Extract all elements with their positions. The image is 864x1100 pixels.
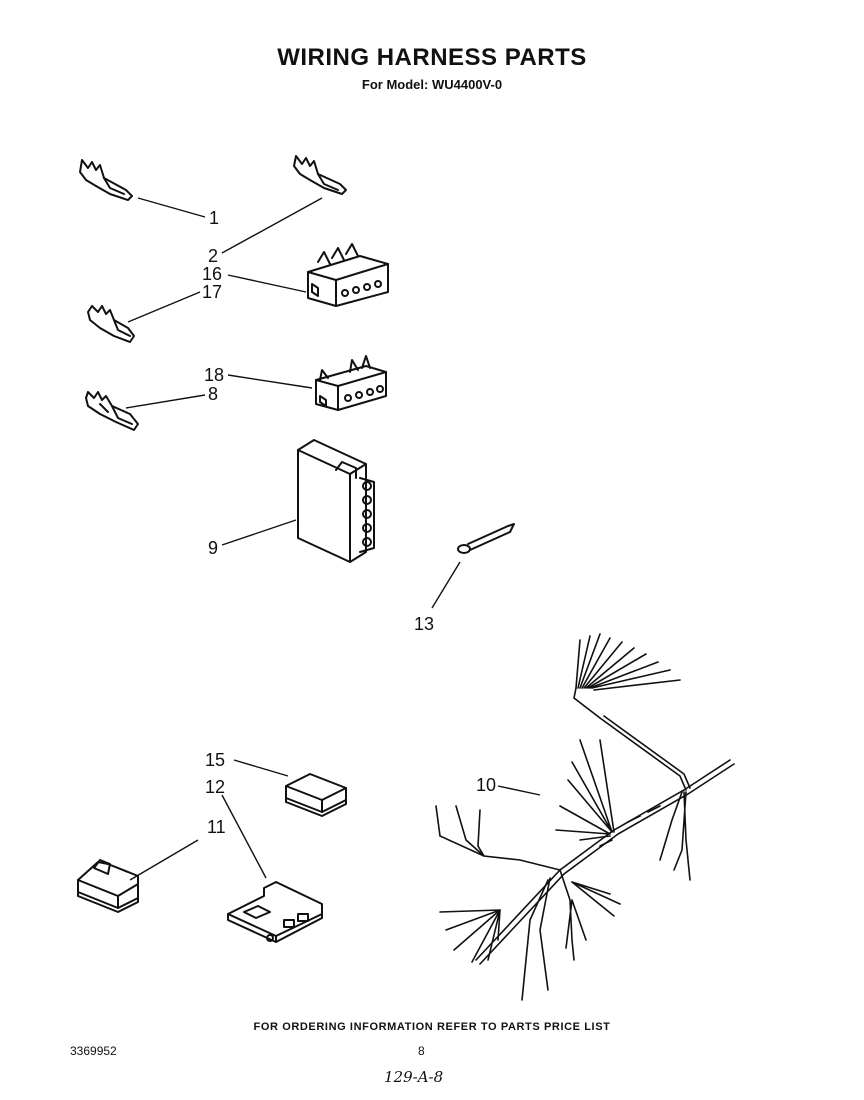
leader-line-8 [125,394,206,409]
page-title: WIRING HARNESS PARTS [277,44,587,71]
leader-line-2 [221,197,323,254]
terminal-part-1 [79,159,133,201]
callout-2: 2 [208,246,218,266]
connector-block-part-9 [297,439,375,563]
leader-line-9 [221,519,297,546]
callout-13: 13 [414,614,434,634]
callout-16: 16 [202,264,222,284]
leader-line-10 [497,785,541,796]
connector-part-11 [77,859,139,913]
leader-line-17 [127,291,201,323]
connector-part-16 [307,243,389,307]
leader-line-15 [233,759,289,777]
terminal-part-2 [293,155,347,195]
model-subtitle: For Model: WU4400V-0 [361,77,503,92]
ordering-information-note: FOR ORDERING INFORMATION REFER TO PARTS … [253,1021,611,1033]
page-number: 8 [418,1044,425,1058]
document-number: 3369952 [70,1044,117,1058]
leader-line-1 [137,197,206,218]
callout-1: 1 [209,208,219,228]
callout-11: 11 [207,817,226,837]
callout-10: 10 [476,775,496,795]
terminal-part-17 [87,305,135,343]
cable-tie-part-13 [457,523,515,554]
callout-17: 17 [202,282,222,302]
callout-8: 8 [208,384,218,404]
connector-part-18 [315,355,387,411]
connector-part-15 [285,773,347,817]
callout-9: 9 [208,538,218,558]
callout-18: 18 [204,365,224,385]
callout-12: 12 [205,777,225,797]
leader-line-16 [227,274,307,293]
callout-15: 15 [205,750,225,770]
leader-line-13 [431,561,461,609]
leader-line-18 [227,374,313,389]
handwritten-code: 129-A-8 [384,1068,444,1086]
connector-part-12 [227,881,323,943]
leader-line-12 [221,794,267,879]
terminal-part-8 [85,391,139,431]
wiring-harness-part-10 [435,633,735,1001]
leader-line-11 [129,839,199,881]
